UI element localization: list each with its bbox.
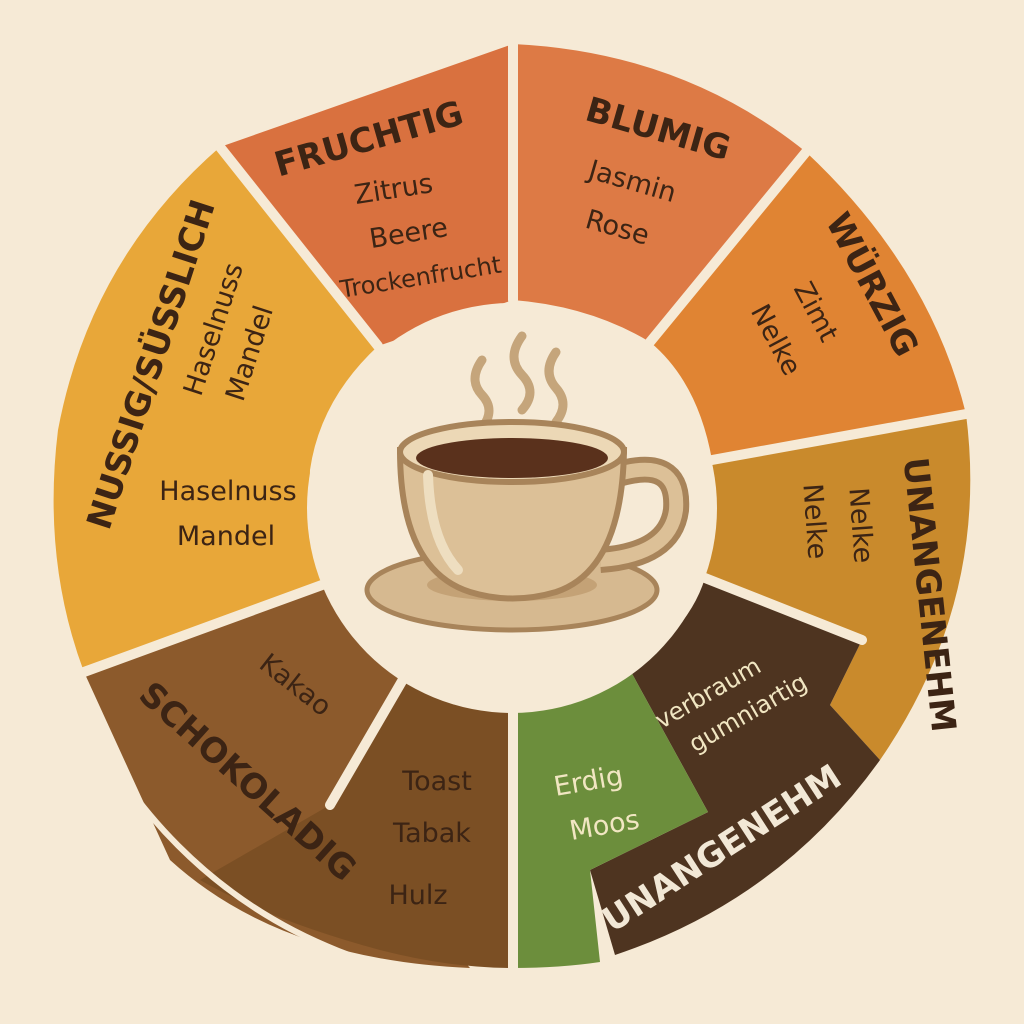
segment-schokoladig-outer[interactable] bbox=[200, 676, 513, 968]
segment-wuerzig[interactable] bbox=[650, 152, 966, 460]
segment-erdig[interactable] bbox=[513, 670, 708, 968]
segment-blumig[interactable] bbox=[513, 44, 806, 342]
note-mandel-b: Mandel bbox=[177, 521, 275, 552]
note-nelke-a: Nelke bbox=[842, 487, 878, 565]
note-hulz: Hulz bbox=[388, 880, 447, 911]
steam-icon bbox=[470, 331, 568, 433]
segment-nussig[interactable] bbox=[53, 147, 378, 672]
note-tabak: Tabak bbox=[392, 818, 471, 849]
wheel-outline bbox=[37, 37, 987, 987]
note-nelke-b: Nelke bbox=[796, 483, 832, 561]
note-haselnuss-b: Haselnuss bbox=[159, 476, 296, 507]
note-toast: Toast bbox=[401, 766, 472, 797]
segment-unangenehm-inner[interactable] bbox=[590, 578, 880, 955]
coffee-cup-icon bbox=[364, 331, 690, 633]
segment-dividers bbox=[79, 35, 971, 973]
segment-fruchtig[interactable] bbox=[220, 44, 513, 346]
segment-unangenehm-outer[interactable] bbox=[705, 414, 971, 760]
